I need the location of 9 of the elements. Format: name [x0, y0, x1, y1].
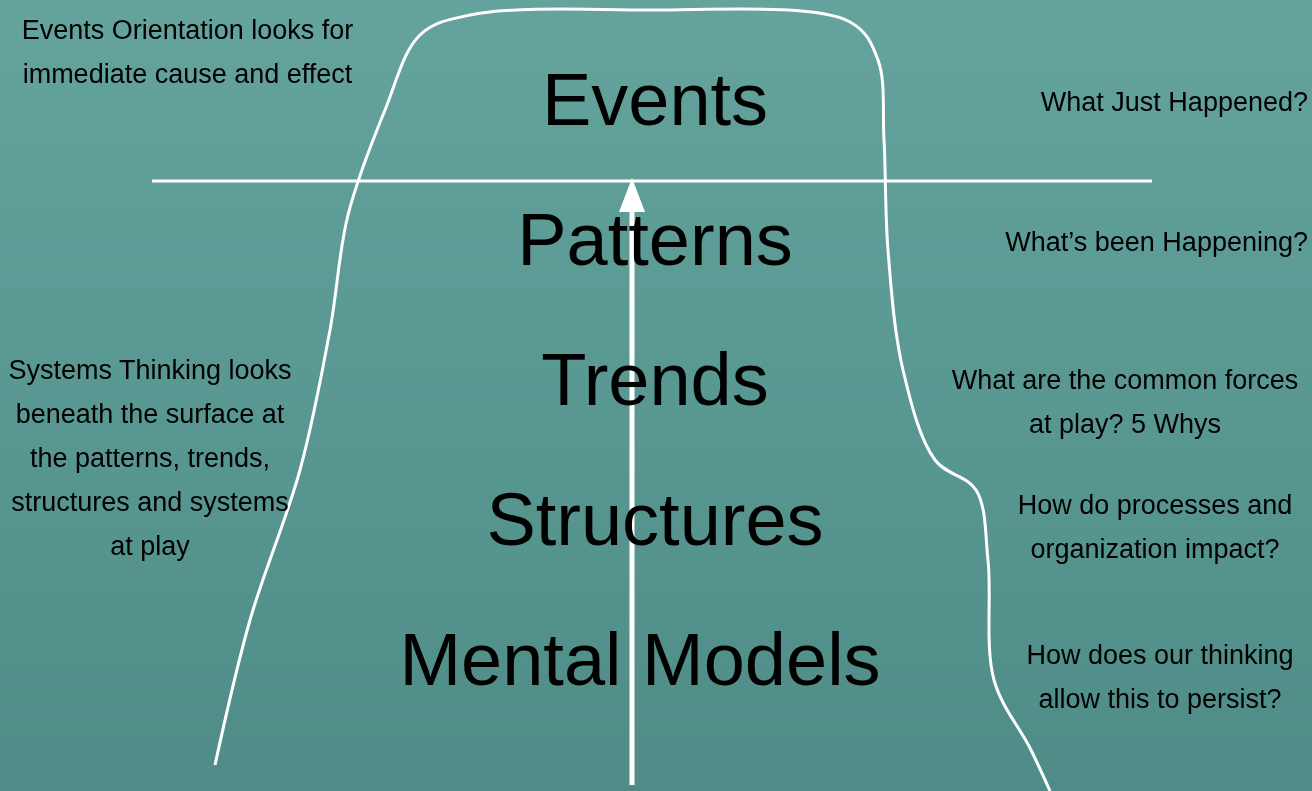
note-text: Events Orientation looks for immediate cause and effect — [20, 14, 355, 91]
note-text: What are the common forces at play? 5 Whys — [950, 364, 1300, 441]
note-text: Systems Thinking looks beneath the surface at the patterns, trends, structures and systems at play — [7, 354, 293, 563]
note-text: How does our thinking allow this to persist? — [1025, 639, 1295, 716]
layer-label: Mental Models — [398, 617, 882, 703]
note-text: How do processes and organization impact? — [1016, 489, 1294, 566]
note-text: What’s been Happening? — [1004, 226, 1308, 259]
note-text: What Just Happened? — [1039, 86, 1308, 119]
layer-label: Events — [540, 57, 770, 143]
